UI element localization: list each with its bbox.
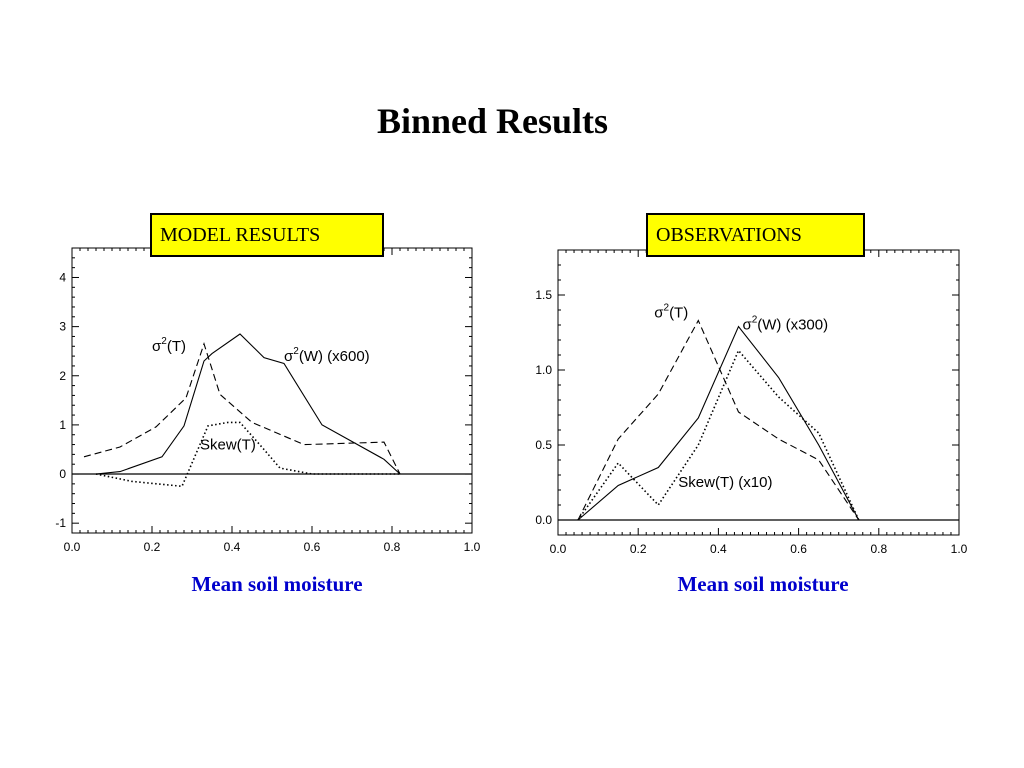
y-tick-label: 2 xyxy=(59,369,66,383)
y-tick-label: 4 xyxy=(59,270,66,284)
x-tick-label: 0.0 xyxy=(64,540,81,554)
y-tick-label: 1.5 xyxy=(535,288,552,302)
plot-frame xyxy=(557,249,960,536)
model-results-x-axis-label: Mean soil moisture xyxy=(191,572,363,596)
observations-label: OBSERVATIONS xyxy=(646,213,865,257)
x-tick-label: 0.6 xyxy=(790,542,807,556)
series-line-dotted xyxy=(95,421,400,488)
slide-title: Binned Results xyxy=(376,101,609,141)
model-results-chart: 0.0 0.2 0.4 0.6 0.8 1.0 -1 0 1 2 3 4 σ2(T) σ2(W) (x60… xyxy=(55,247,481,554)
x-tick-label: 0.2 xyxy=(144,540,161,554)
series-annotation: σ2(W) (x300) xyxy=(742,315,828,334)
x-tick-label: 1.0 xyxy=(951,542,968,556)
series-line-dashed xyxy=(577,319,860,521)
series-line-solid xyxy=(95,333,401,475)
x-tick-label: 0.6 xyxy=(304,540,321,554)
observations-x-axis-label: Mean soil moisture xyxy=(677,572,849,596)
series-line-solid xyxy=(577,325,860,521)
y-tick-label: 0.0 xyxy=(535,513,552,527)
y-tick-label: 0 xyxy=(59,467,66,481)
series-annotation: σ2(W) (x600) xyxy=(284,346,370,365)
x-tick-label: 0.2 xyxy=(630,542,647,556)
x-tick-label: 0.4 xyxy=(224,540,241,554)
y-tick-label: 1.0 xyxy=(535,363,552,377)
series-annotation: Skew(T) xyxy=(200,436,256,453)
y-tick-label: 0.5 xyxy=(535,438,552,452)
x-tick-label: 0.8 xyxy=(870,542,887,556)
series-annotation: Skew(T) (x10) xyxy=(678,474,772,491)
series-annotation: σ2(T) xyxy=(654,303,688,322)
series-annotation: σ2(T) xyxy=(152,336,186,355)
y-tick-label: -1 xyxy=(55,516,66,530)
x-tick-label: 1.0 xyxy=(464,540,481,554)
plot-frame xyxy=(71,247,473,534)
x-tick-label: 0.4 xyxy=(710,542,727,556)
series-line-dashed xyxy=(83,342,401,475)
x-tick-label: 0.0 xyxy=(550,542,567,556)
x-tick-label: 0.8 xyxy=(384,540,401,554)
y-tick-label: 3 xyxy=(59,320,66,334)
model-results-label: MODEL RESULTS xyxy=(150,213,384,257)
y-tick-label: 1 xyxy=(59,418,66,432)
series-line-dotted xyxy=(577,349,860,521)
observations-chart: 0.0 0.2 0.4 0.6 0.8 1.0 0.0 0.5 1.0 1.5 σ2(T) σ2(W)… xyxy=(535,249,968,556)
